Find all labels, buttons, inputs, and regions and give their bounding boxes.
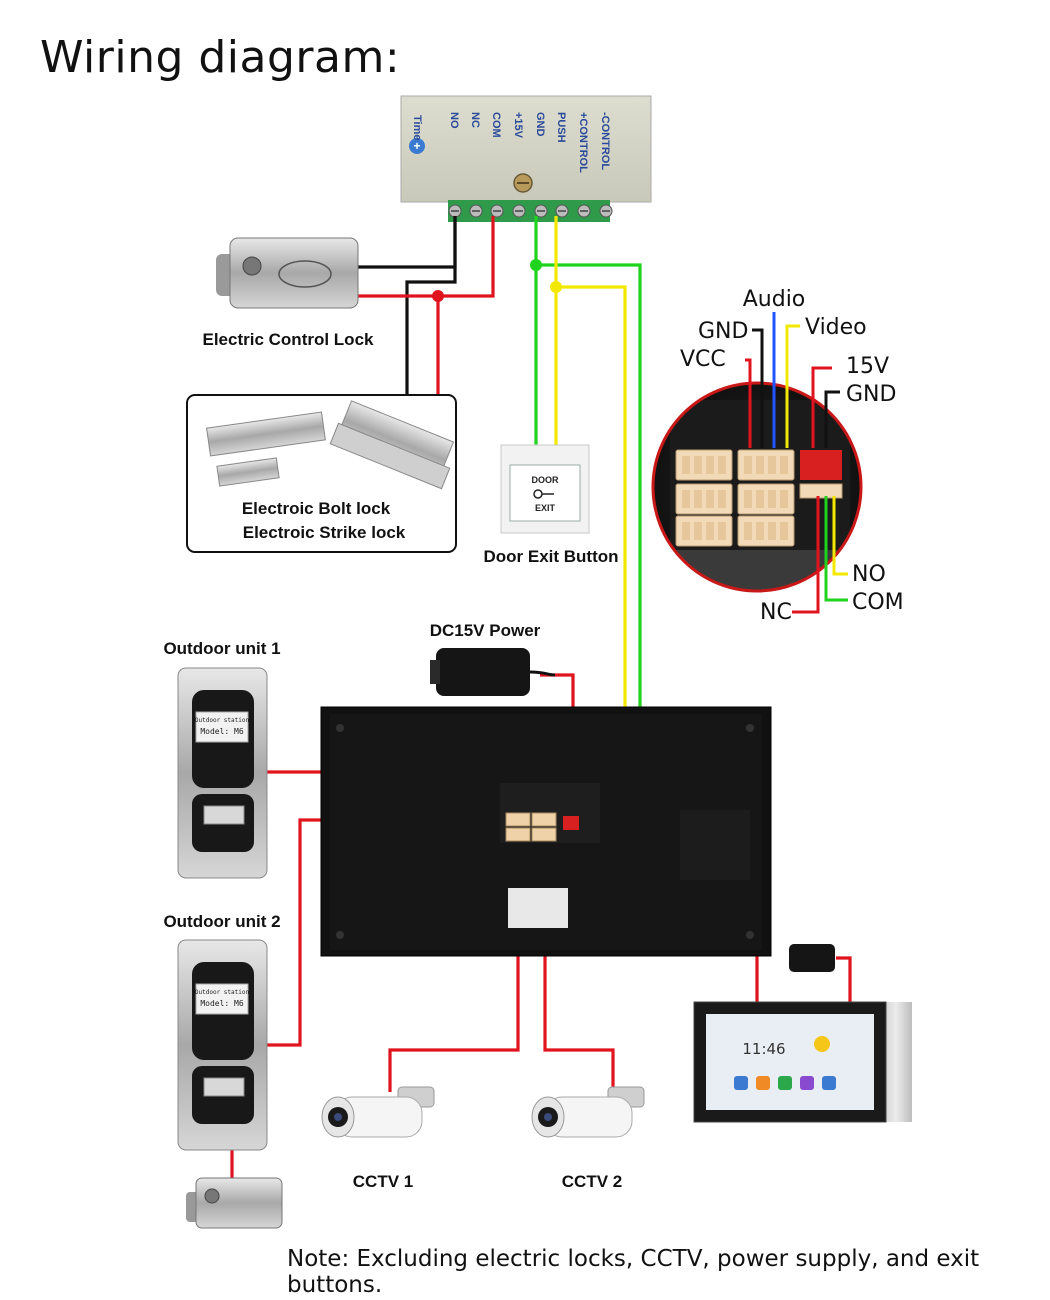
outdoor-terminal-block [203, 805, 245, 825]
door-exit-button-image: DOOR EXIT [500, 444, 590, 534]
pin-gnd-label: GND [698, 319, 748, 344]
app-icon [756, 1076, 770, 1090]
terminal-label-15v: +15V [512, 112, 524, 139]
outdoor-terminal-block [203, 1077, 245, 1097]
monitor-screw [746, 931, 754, 939]
cctv-1-image [321, 1086, 435, 1138]
pin-no-label: NO [852, 562, 886, 587]
bolt-strike-lock-box [186, 394, 457, 553]
bolt-lock-image [206, 411, 326, 487]
dc-power-adapter-image [430, 648, 556, 696]
strike-lock-image [329, 400, 455, 490]
pin-nc-label: NC [760, 600, 792, 625]
dc-power-label: DC15V Power [430, 621, 541, 640]
outdoor-station-label: Outdoor station [195, 717, 250, 724]
pin-video-label: Video [805, 315, 867, 340]
cctv-2-image [531, 1086, 645, 1138]
footer-note: Note: Excluding electric locks, CCTV, po… [287, 1246, 980, 1298]
terminal-label-push: PUSH [555, 112, 567, 143]
electric-control-lock-label: Electric Control Lock [203, 330, 375, 349]
app-icon [822, 1076, 836, 1090]
power-port [563, 816, 579, 830]
terminal-label-no: NO [448, 112, 460, 129]
terminal-label-control: -CONTROL [599, 112, 611, 170]
app-icon [778, 1076, 792, 1090]
time-adjust: + Time [409, 115, 425, 154]
terminal-label-nc: NC [469, 112, 481, 128]
pin-gnd-power-label: GND [846, 382, 896, 407]
lower-lock-image [186, 1177, 283, 1229]
connector-zoom-detail [651, 312, 863, 614]
exit-button-exit-text: EXIT [535, 503, 556, 513]
weather-sun-icon [814, 1036, 830, 1052]
electric-control-lock-image [216, 237, 359, 309]
cctv-1-label: CCTV 1 [353, 1172, 413, 1191]
terminal-label-gnd: GND [534, 112, 546, 137]
monitor-screw [336, 931, 344, 939]
strike-lock-label: Electroic Strike lock [243, 523, 406, 542]
junction-red [432, 290, 444, 302]
exit-button-door-text: DOOR [532, 475, 560, 485]
monitor-port [531, 812, 557, 827]
junction-green [530, 259, 542, 271]
monitor-port [505, 812, 531, 827]
zoom-relay-port [799, 483, 843, 499]
pin-vcc-label: VCC [680, 347, 726, 372]
pin-com-label: COM [852, 590, 904, 615]
tablet-power-adapter [789, 944, 835, 972]
outdoor-model-label: Model: M6 [200, 727, 244, 736]
indoor-monitor-back [320, 706, 772, 957]
terminal-label-com: COM [490, 112, 502, 138]
monitor-port [505, 827, 531, 842]
pin-15v-label: 15V [846, 354, 889, 379]
outdoor-unit-2-label: Outdoor unit 2 [163, 912, 280, 931]
junction-yellow [550, 281, 562, 293]
bolt-lock-label: Electroic Bolt lock [242, 499, 391, 518]
time-label: Time [411, 115, 423, 140]
outdoor-unit-1-label: Outdoor unit 1 [163, 639, 280, 658]
monitor-sticker [508, 888, 568, 928]
door-exit-button-label: Door Exit Button [483, 547, 618, 566]
outdoor-model-label: Model: M6 [200, 999, 244, 1008]
outdoor-station-label: Outdoor station [195, 989, 250, 996]
svg-text:+: + [413, 139, 420, 153]
access-controller: NO NC COM +15V GND PUSH +CONTROL -CONTROL + Tim… [400, 95, 652, 222]
monitor-port [531, 827, 557, 842]
cctv-2-label: CCTV 2 [562, 1172, 622, 1191]
monitor-screw [336, 724, 344, 732]
app-icon [734, 1076, 748, 1090]
terminal-label-control: +CONTROL [577, 112, 589, 173]
monitor-screw [746, 724, 754, 732]
tablet-time: 11:46 [742, 1040, 785, 1058]
pin-audio-label: Audio [743, 287, 806, 312]
app-icon [800, 1076, 814, 1090]
speaker-grille [680, 810, 750, 880]
zoom-power-port [800, 450, 842, 480]
indoor-screen-image: 11:46 [693, 1001, 912, 1123]
diagram-title: Wiring diagram: [40, 32, 401, 83]
